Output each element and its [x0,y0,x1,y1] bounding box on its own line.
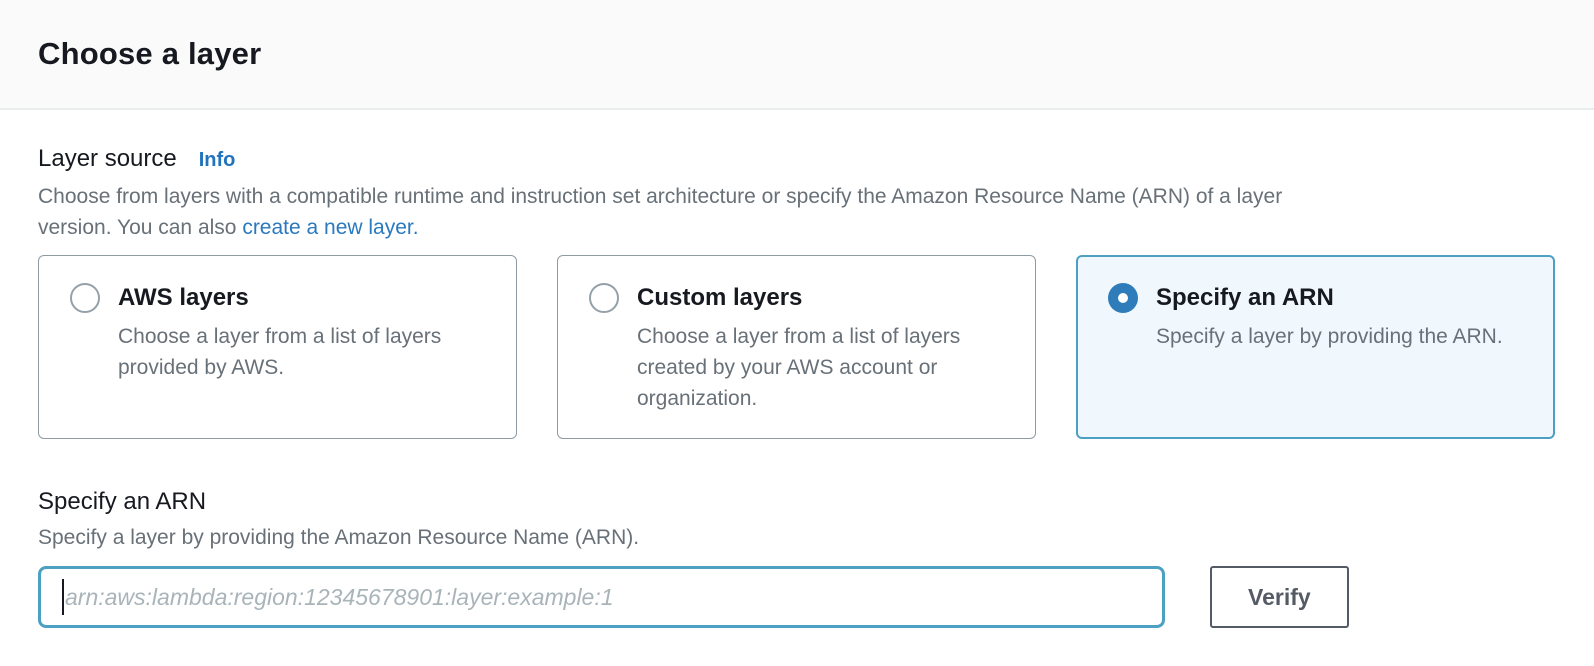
card-title: Specify an ARN [1156,284,1334,311]
card-title: AWS layers [118,284,249,311]
specify-arn-description: Specify a layer by providing the Amazon … [38,526,640,549]
radio-unselected-icon[interactable] [589,283,619,313]
create-new-layer-link[interactable]: create a new layer. [242,216,419,239]
card-description: Specify a layer by providing the ARN. [1156,325,1503,348]
card-description: Choose a layer from a list of layers pro… [118,325,442,379]
specify-arn-section: Specify an ARN Specify a layer by provid… [38,487,1556,628]
description-line-1: Choose from layers with a compatible run… [38,185,1283,208]
layer-source-label: Layer source [38,145,177,172]
panel-header: Choose a layer [0,0,1594,110]
layer-source-options: AWS layers Choose a layer from a list of… [38,255,1556,439]
radio-unselected-icon[interactable] [70,283,100,313]
description-line-2: version. You can also [38,216,243,239]
verify-button[interactable]: Verify [1210,566,1349,628]
card-description: Choose a layer from a list of layers cre… [637,325,961,410]
card-title: Custom layers [637,284,803,311]
specify-arn-title: Specify an ARN [38,488,207,515]
arn-input[interactable] [38,566,1165,628]
radio-selected-icon[interactable] [1108,283,1138,313]
arn-input-row: Verify [38,566,1556,628]
page-title: Choose a layer [38,36,262,71]
layer-source-section: Layer source Info Choose from layers wit… [38,144,1556,439]
option-card-aws-layers[interactable]: AWS layers Choose a layer from a list of… [38,255,517,439]
card-title-row: Specify an ARN [1108,283,1523,313]
card-title-row: AWS layers [70,283,485,313]
panel-body: Layer source Info Choose from layers wit… [0,144,1594,628]
layer-source-label-row: Layer source Info [38,144,1556,175]
info-link[interactable]: Info [198,149,236,171]
card-title-row: Custom layers [589,283,1004,313]
option-card-specify-arn[interactable]: Specify an ARN Specify a layer by provid… [1076,255,1555,439]
layer-source-description: Choose from layers with a compatible run… [38,181,1556,243]
text-cursor [62,579,64,615]
option-card-custom-layers[interactable]: Custom layers Choose a layer from a list… [557,255,1036,439]
arn-input-wrap [38,566,1165,628]
